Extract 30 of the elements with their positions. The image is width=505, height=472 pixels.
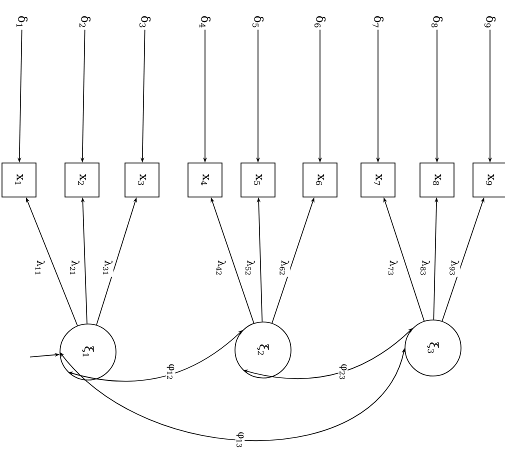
edge-label: λ$_{83}$ — [420, 260, 430, 275]
delta-label: δ$_{9}$ — [484, 16, 496, 28]
variable-box: x$_{6}$ — [302, 162, 338, 198]
variable-box: x$_{9}$ — [472, 162, 505, 198]
delta-label: δ$_{6}$ — [314, 16, 326, 28]
edge-label: φ$_{12}$ — [166, 364, 174, 380]
edge-label: λ$_{11}$ — [35, 260, 45, 274]
variable-box: x$_{1}$ — [2, 162, 36, 198]
edge-label: φ$_{23}$ — [339, 364, 347, 380]
edge-label: λ$_{93}$ — [450, 260, 460, 275]
variable-box: x$_{7}$ — [360, 162, 396, 198]
variable-box: x$_{5}$ — [240, 162, 276, 198]
delta-label: δ$_{7}$ — [372, 16, 384, 28]
edge-label: λ$_{52}$ — [245, 260, 255, 275]
edge-label: φ$_{13}$ — [236, 432, 244, 448]
delta-label: δ$_{2}$ — [80, 16, 90, 28]
edge-label: λ$_{62}$ — [280, 260, 290, 275]
edge-label: λ$_{31}$ — [102, 260, 112, 274]
edge-label: λ$_{73}$ — [388, 260, 398, 275]
delta-label: δ$_{5}$ — [252, 16, 264, 28]
edge-label: λ$_{42}$ — [216, 260, 226, 275]
delta-label: δ$_{4}$ — [200, 16, 210, 28]
variable-box: x$_{8}$ — [420, 162, 454, 198]
variable-box: x$_{2}$ — [64, 162, 100, 198]
variable-box: x$_{3}$ — [124, 162, 160, 198]
variable-box: x$_{4}$ — [188, 162, 222, 198]
delta-label: δ$_{3}$ — [139, 16, 151, 28]
edge-label: λ$_{21}$ — [70, 260, 80, 274]
delta-label: δ$_{8}$ — [431, 16, 443, 28]
delta-label: δ$_{1}$ — [16, 16, 28, 27]
